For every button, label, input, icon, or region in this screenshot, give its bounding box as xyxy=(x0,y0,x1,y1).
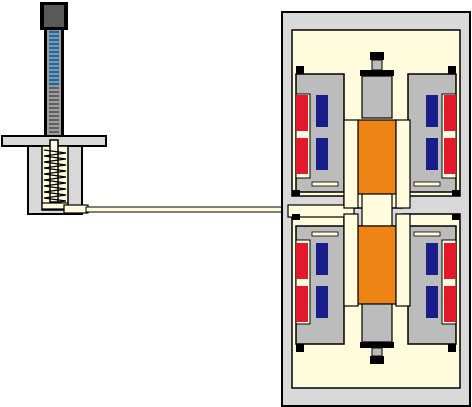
lower-left-magnet-block xyxy=(295,225,345,352)
guide-rails xyxy=(343,119,411,307)
magnet-blue xyxy=(426,243,438,275)
connecting-tube xyxy=(63,204,291,214)
magnet-blue xyxy=(426,95,438,127)
magnet-red xyxy=(296,243,308,279)
magnet-blue xyxy=(426,286,438,318)
magnet-red xyxy=(444,138,456,174)
upper-right-magnet-block xyxy=(407,66,457,193)
magnet-red xyxy=(296,138,308,174)
magnet-red xyxy=(296,95,308,131)
compression-spring xyxy=(43,149,67,205)
magnet-blue xyxy=(316,138,328,170)
magnet-blue xyxy=(316,243,328,275)
spring-coil xyxy=(43,149,67,205)
magnet-red xyxy=(444,95,456,131)
piston-assembly xyxy=(1,2,107,215)
lower-core xyxy=(357,225,397,305)
upper-core xyxy=(357,119,397,195)
bottom-stopper xyxy=(370,356,384,364)
magnet-red xyxy=(444,286,456,322)
upper-left-magnet-block xyxy=(295,66,345,193)
lower-right-magnet-block xyxy=(407,225,457,352)
magnet-blue xyxy=(316,286,328,318)
top-stopper xyxy=(370,52,384,60)
magnet-red xyxy=(444,243,456,279)
magnet-blue xyxy=(316,95,328,127)
liquid-column xyxy=(49,30,59,86)
chamber-stoppers xyxy=(292,190,460,220)
rod-graduations xyxy=(49,31,59,137)
magnet-blue xyxy=(426,138,438,170)
magnet-red xyxy=(296,286,308,322)
center-shaft xyxy=(357,52,397,364)
